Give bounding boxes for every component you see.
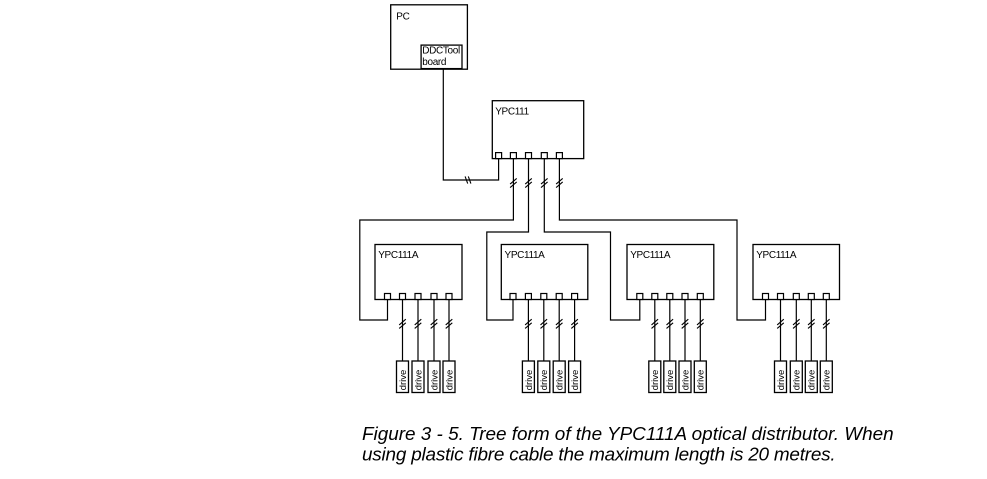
svg-text:drive: drive [792, 370, 803, 391]
svg-text:drive: drive [539, 370, 550, 391]
svg-text:drive: drive [398, 370, 409, 391]
svg-text:drive: drive [429, 370, 440, 391]
svg-text:drive: drive [650, 370, 661, 391]
svg-text:YPC111A: YPC111A [505, 250, 546, 261]
svg-text:YPC111A: YPC111A [378, 250, 419, 261]
svg-text:PC: PC [396, 12, 409, 23]
svg-text:Figure 3 - 5. Tree form of the: Figure 3 - 5. Tree form of the YPC111A o… [362, 424, 894, 445]
svg-text:drive: drive [570, 370, 581, 391]
svg-text:drive: drive [807, 370, 818, 391]
svg-text:drive: drive [776, 370, 787, 391]
svg-text:YPC111A: YPC111A [756, 250, 797, 261]
svg-text:drive: drive [696, 370, 707, 391]
svg-text:YPC111: YPC111 [495, 106, 529, 117]
svg-text:drive: drive [680, 370, 691, 391]
svg-text:YPC111A: YPC111A [630, 250, 671, 261]
svg-text:using plastic fibre cable the: using plastic fibre cable the maximum le… [362, 445, 835, 466]
svg-text:drive: drive [444, 370, 455, 391]
svg-text:drive: drive [524, 370, 535, 391]
svg-text:drive: drive [665, 370, 676, 391]
svg-text:drive: drive [822, 370, 833, 391]
svg-text:board: board [422, 57, 446, 68]
svg-text:drive: drive [413, 370, 424, 391]
svg-text:DDCTool: DDCTool [422, 45, 460, 56]
svg-text:drive: drive [555, 370, 566, 391]
